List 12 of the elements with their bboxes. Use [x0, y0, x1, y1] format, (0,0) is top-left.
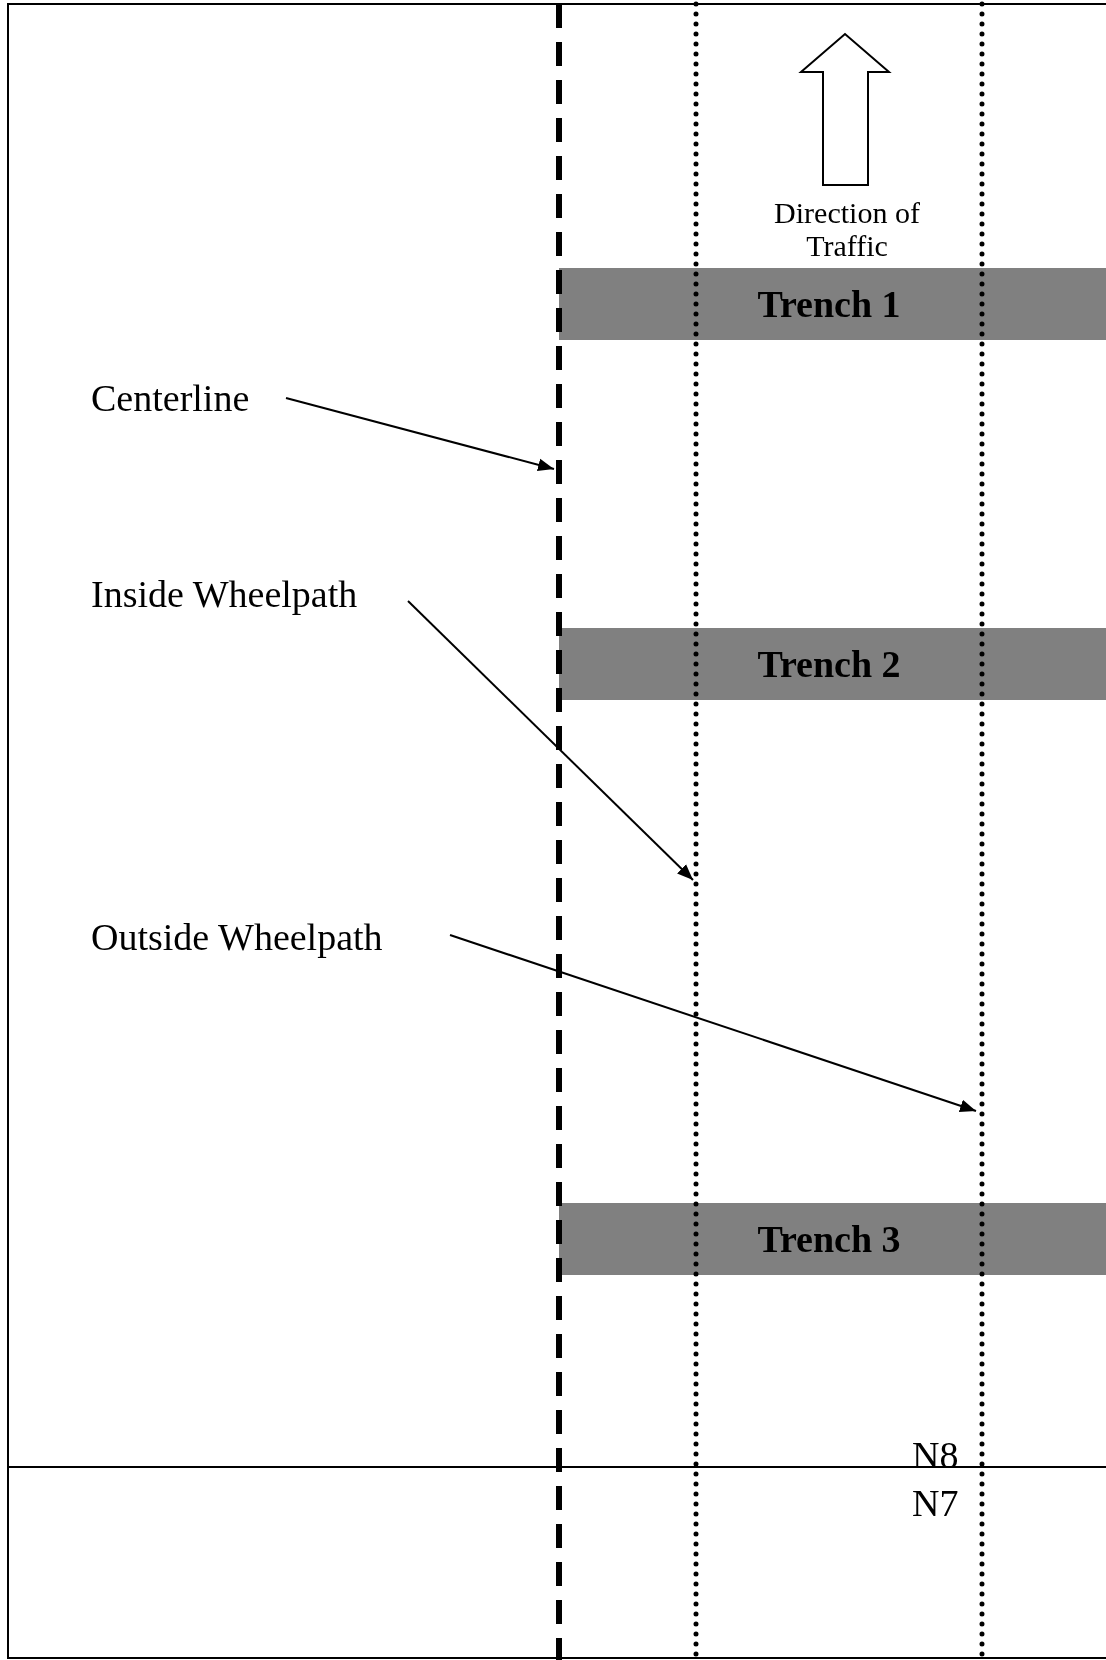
- trench-band: Trench 3: [559, 1203, 1106, 1275]
- leader-line: [407, 600, 694, 881]
- direction-label: Direction of Traffic: [773, 196, 921, 262]
- node-label: N7: [912, 1483, 959, 1525]
- leader-line: [449, 934, 977, 1112]
- leader-line: [285, 397, 555, 472]
- centerline-label: Centerline: [91, 378, 250, 420]
- trench-band: Trench 1: [559, 268, 1106, 340]
- centerline-dashed-line: [556, 4, 562, 1660]
- trench-band: Trench 2: [559, 628, 1106, 700]
- wheelpath-label: Inside Wheelpath: [91, 574, 358, 616]
- wheelpath-label: Outside Wheelpath: [91, 917, 383, 959]
